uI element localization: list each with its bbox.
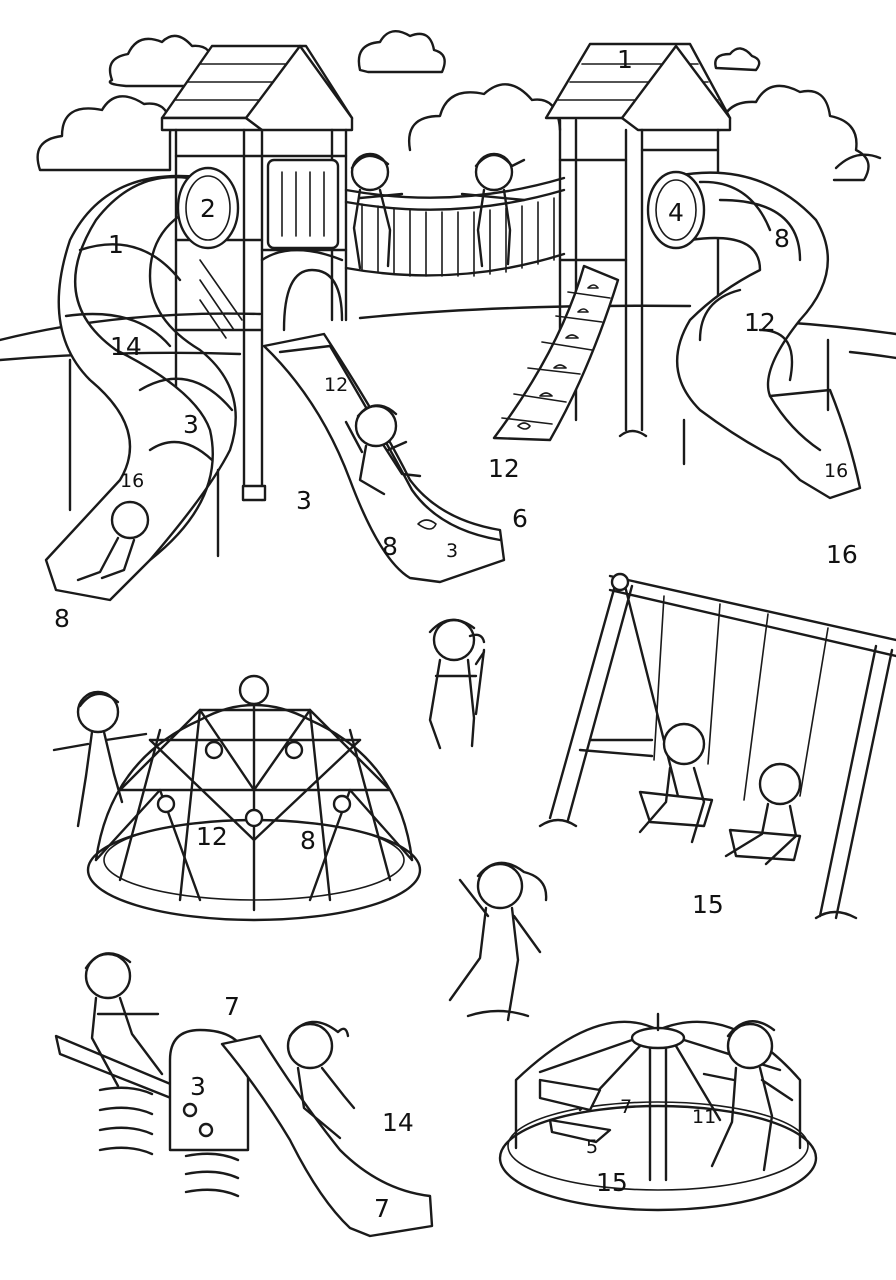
region-number-label: 12 [196, 822, 228, 851]
play-structure-icon [544, 42, 732, 438]
region-number-label: 8 [54, 604, 70, 633]
region-number-label: 12 [324, 374, 349, 396]
region-number-label: 16 [826, 540, 858, 569]
region-number-label: 12 [488, 454, 520, 483]
region-number-label: 15 [692, 890, 724, 919]
region-number-label: 8 [300, 826, 316, 855]
child-figure-icon [702, 1020, 794, 1172]
swing-set-icon [538, 572, 896, 920]
region-number-label: 7 [224, 992, 240, 1021]
region-number-label: 1 [108, 230, 124, 259]
child-figure-icon [84, 952, 164, 1088]
wave-slide-icon [220, 1034, 434, 1238]
tube-slide-icon [44, 166, 240, 602]
tube-slide-icon [646, 170, 862, 500]
region-number-label: 14 [110, 332, 142, 361]
region-number-label: 12 [744, 308, 776, 337]
region-number-label: 5 [586, 1136, 599, 1158]
seesaw-icon [54, 1034, 188, 1156]
dome-climber-icon [86, 674, 422, 922]
child-figure-icon [350, 152, 526, 270]
region-number-label: 8 [382, 532, 398, 561]
child-figure-icon [52, 690, 148, 828]
region-number-label: 3 [296, 486, 312, 515]
region-number-label: 16 [120, 470, 145, 492]
region-number-label: 16 [824, 460, 849, 482]
child-figure-icon [286, 1020, 356, 1140]
play-structure-icon [160, 44, 354, 502]
child-figure-icon [448, 861, 548, 1022]
child-figure-icon [344, 404, 422, 496]
region-number-label: 4 [668, 198, 684, 227]
spring-rider-icon [168, 1028, 250, 1198]
child-figure-icon [638, 722, 802, 866]
child-figure-icon [428, 618, 486, 750]
region-number-label: 3 [446, 540, 459, 562]
bridge [344, 176, 566, 277]
region-number-label: 11 [692, 1106, 717, 1128]
region-number-label: 6 [512, 504, 528, 533]
region-number-label: 7 [620, 1096, 633, 1118]
region-number-label: 8 [774, 224, 790, 253]
climbing-wall-icon [492, 264, 620, 442]
region-number-label: 3 [183, 410, 199, 439]
region-number-label: 1 [617, 45, 633, 74]
region-number-label: 15 [596, 1168, 628, 1197]
region-number-label: 14 [382, 1108, 414, 1137]
region-number-label: 3 [190, 1072, 206, 1101]
region-number-label: 7 [374, 1194, 390, 1223]
child-figure-icon [76, 500, 150, 582]
cloud-icon [36, 30, 882, 182]
region-number-label: 2 [200, 194, 216, 223]
